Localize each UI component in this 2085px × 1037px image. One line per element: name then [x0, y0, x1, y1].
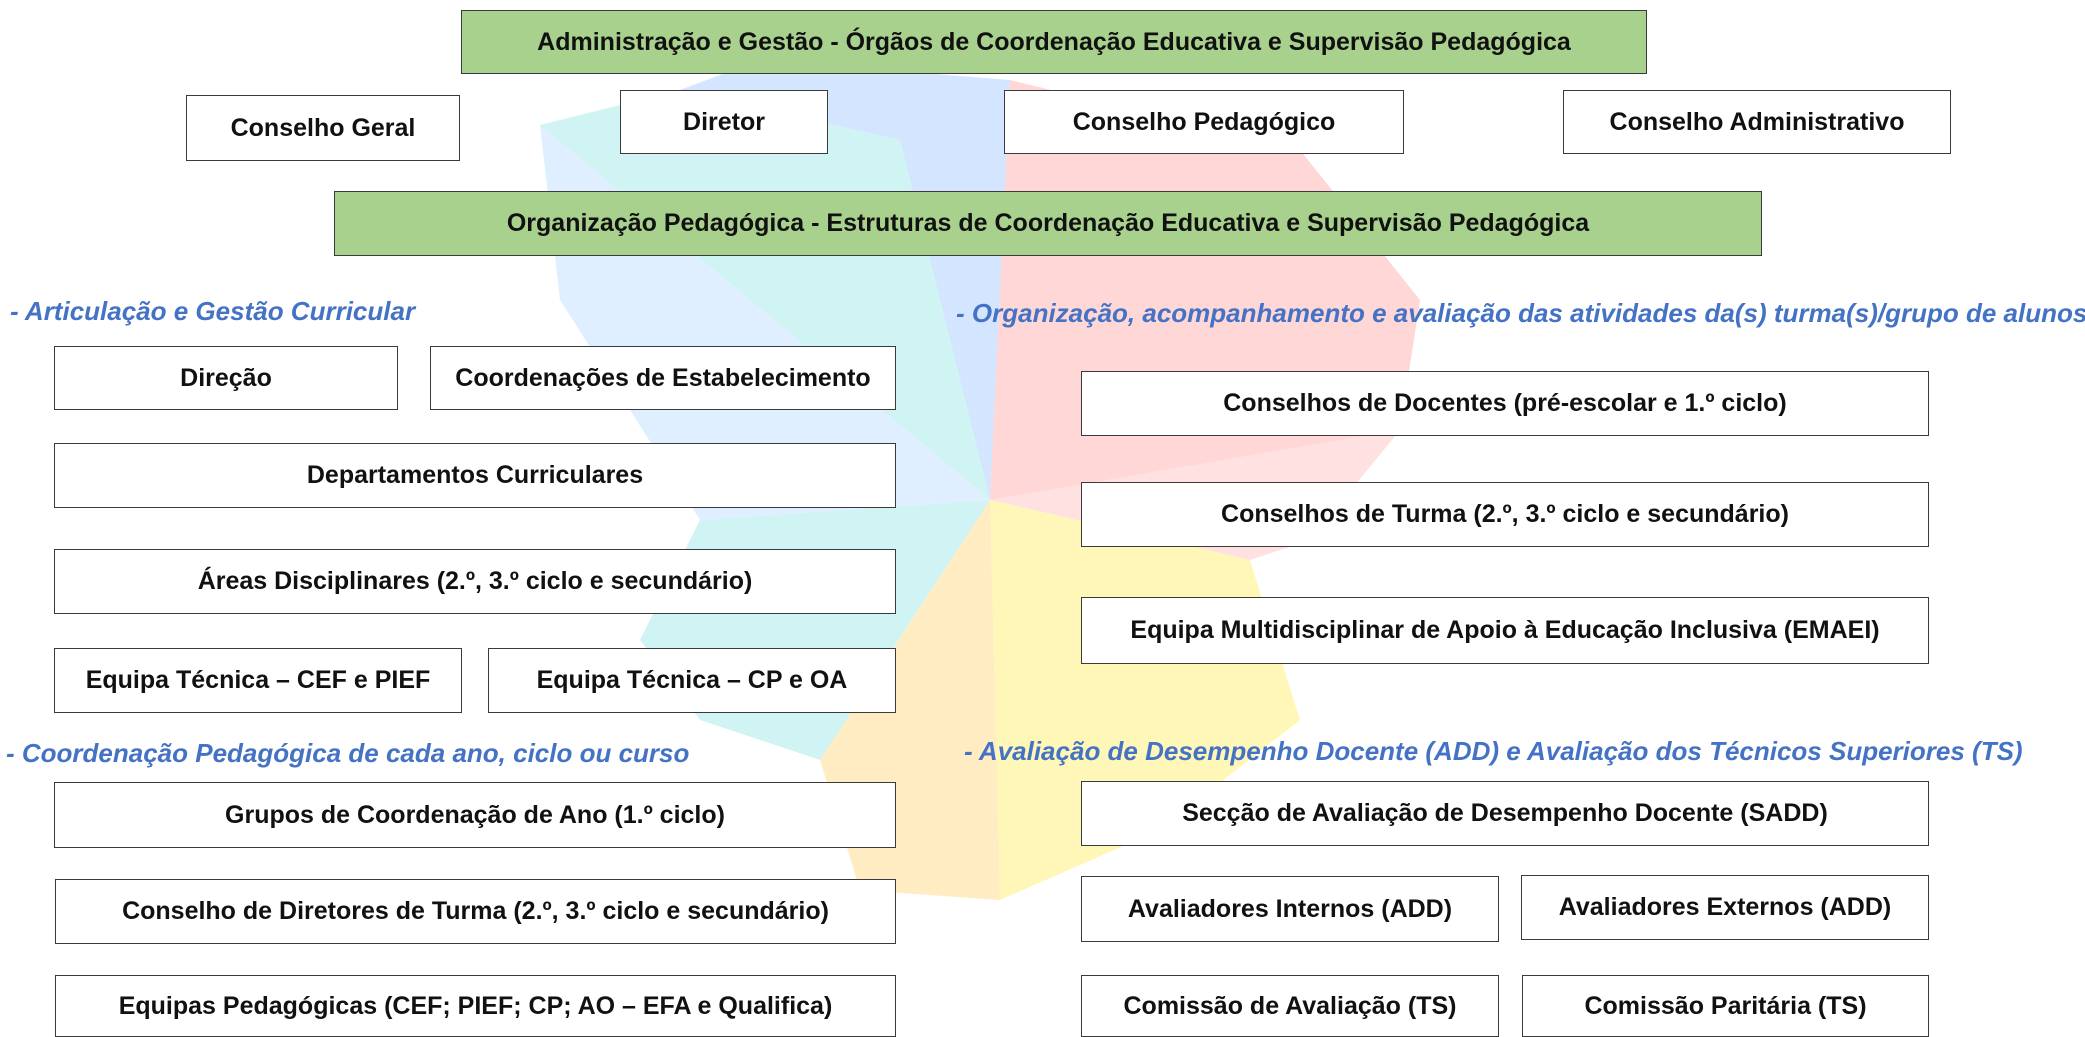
admin-banner: Administração e Gestão - Órgãos de Coord…	[461, 10, 1647, 74]
comissao-avaliacao-box: Comissão de Avaliação (TS)	[1081, 975, 1499, 1037]
conselho-geral-box: Conselho Geral	[186, 95, 460, 161]
watermark-segment-lightblue	[680, 60, 1010, 500]
heading-coordenacao: - Coordenação Pedagógica de cada ano, ci…	[6, 738, 690, 768]
heading-organizacao: - Organização, acompanhamento e avaliaçã…	[956, 298, 2085, 328]
equipa-tecnica-cp-box: Equipa Técnica – CP e OA	[488, 648, 896, 713]
heading-avaliacao: - Avaliação de Desempenho Docente (ADD) …	[964, 736, 2023, 766]
areas-disciplinares-box: Áreas Disciplinares (2.º, 3.º ciclo e se…	[54, 549, 896, 614]
equipas-pedagogicas-box: Equipas Pedagógicas (CEF; PIEF; CP; AO –…	[55, 975, 896, 1037]
direcao-box: Direção	[54, 346, 398, 410]
diretor-box: Diretor	[620, 90, 828, 154]
conselhos-docentes-box: Conselhos de Docentes (pré-escolar e 1.º…	[1081, 371, 1929, 436]
coordenacoes-estabelecimento-box: Coordenações de Estabelecimento	[430, 346, 896, 410]
avaliadores-internos-box: Avaliadores Internos (ADD)	[1081, 876, 1499, 942]
departamentos-curriculares-box: Departamentos Curriculares	[54, 443, 896, 508]
equipa-tecnica-cef-box: Equipa Técnica – CEF e PIEF	[54, 648, 462, 713]
avaliadores-externos-box: Avaliadores Externos (ADD)	[1521, 875, 1929, 940]
conselho-diretores-turma-box: Conselho de Diretores de Turma (2.º, 3.º…	[55, 879, 896, 944]
grupos-coordenacao-box: Grupos de Coordenação de Ano (1.º ciclo)	[54, 782, 896, 848]
org-banner: Organização Pedagógica - Estruturas de C…	[334, 191, 1762, 256]
conselho-administrativo-box: Conselho Administrativo	[1563, 90, 1951, 154]
sadd-box: Secção de Avaliação de Desempenho Docent…	[1081, 781, 1929, 846]
heading-articulacao: - Articulação e Gestão Curricular	[10, 296, 416, 326]
conselhos-turma-box: Conselhos de Turma (2.º, 3.º ciclo e sec…	[1081, 482, 1929, 547]
conselho-pedagogico-box: Conselho Pedagógico	[1004, 90, 1404, 154]
comissao-paritaria-box: Comissão Paritária (TS)	[1522, 975, 1929, 1037]
emaei-box: Equipa Multidisciplinar de Apoio à Educa…	[1081, 597, 1929, 664]
